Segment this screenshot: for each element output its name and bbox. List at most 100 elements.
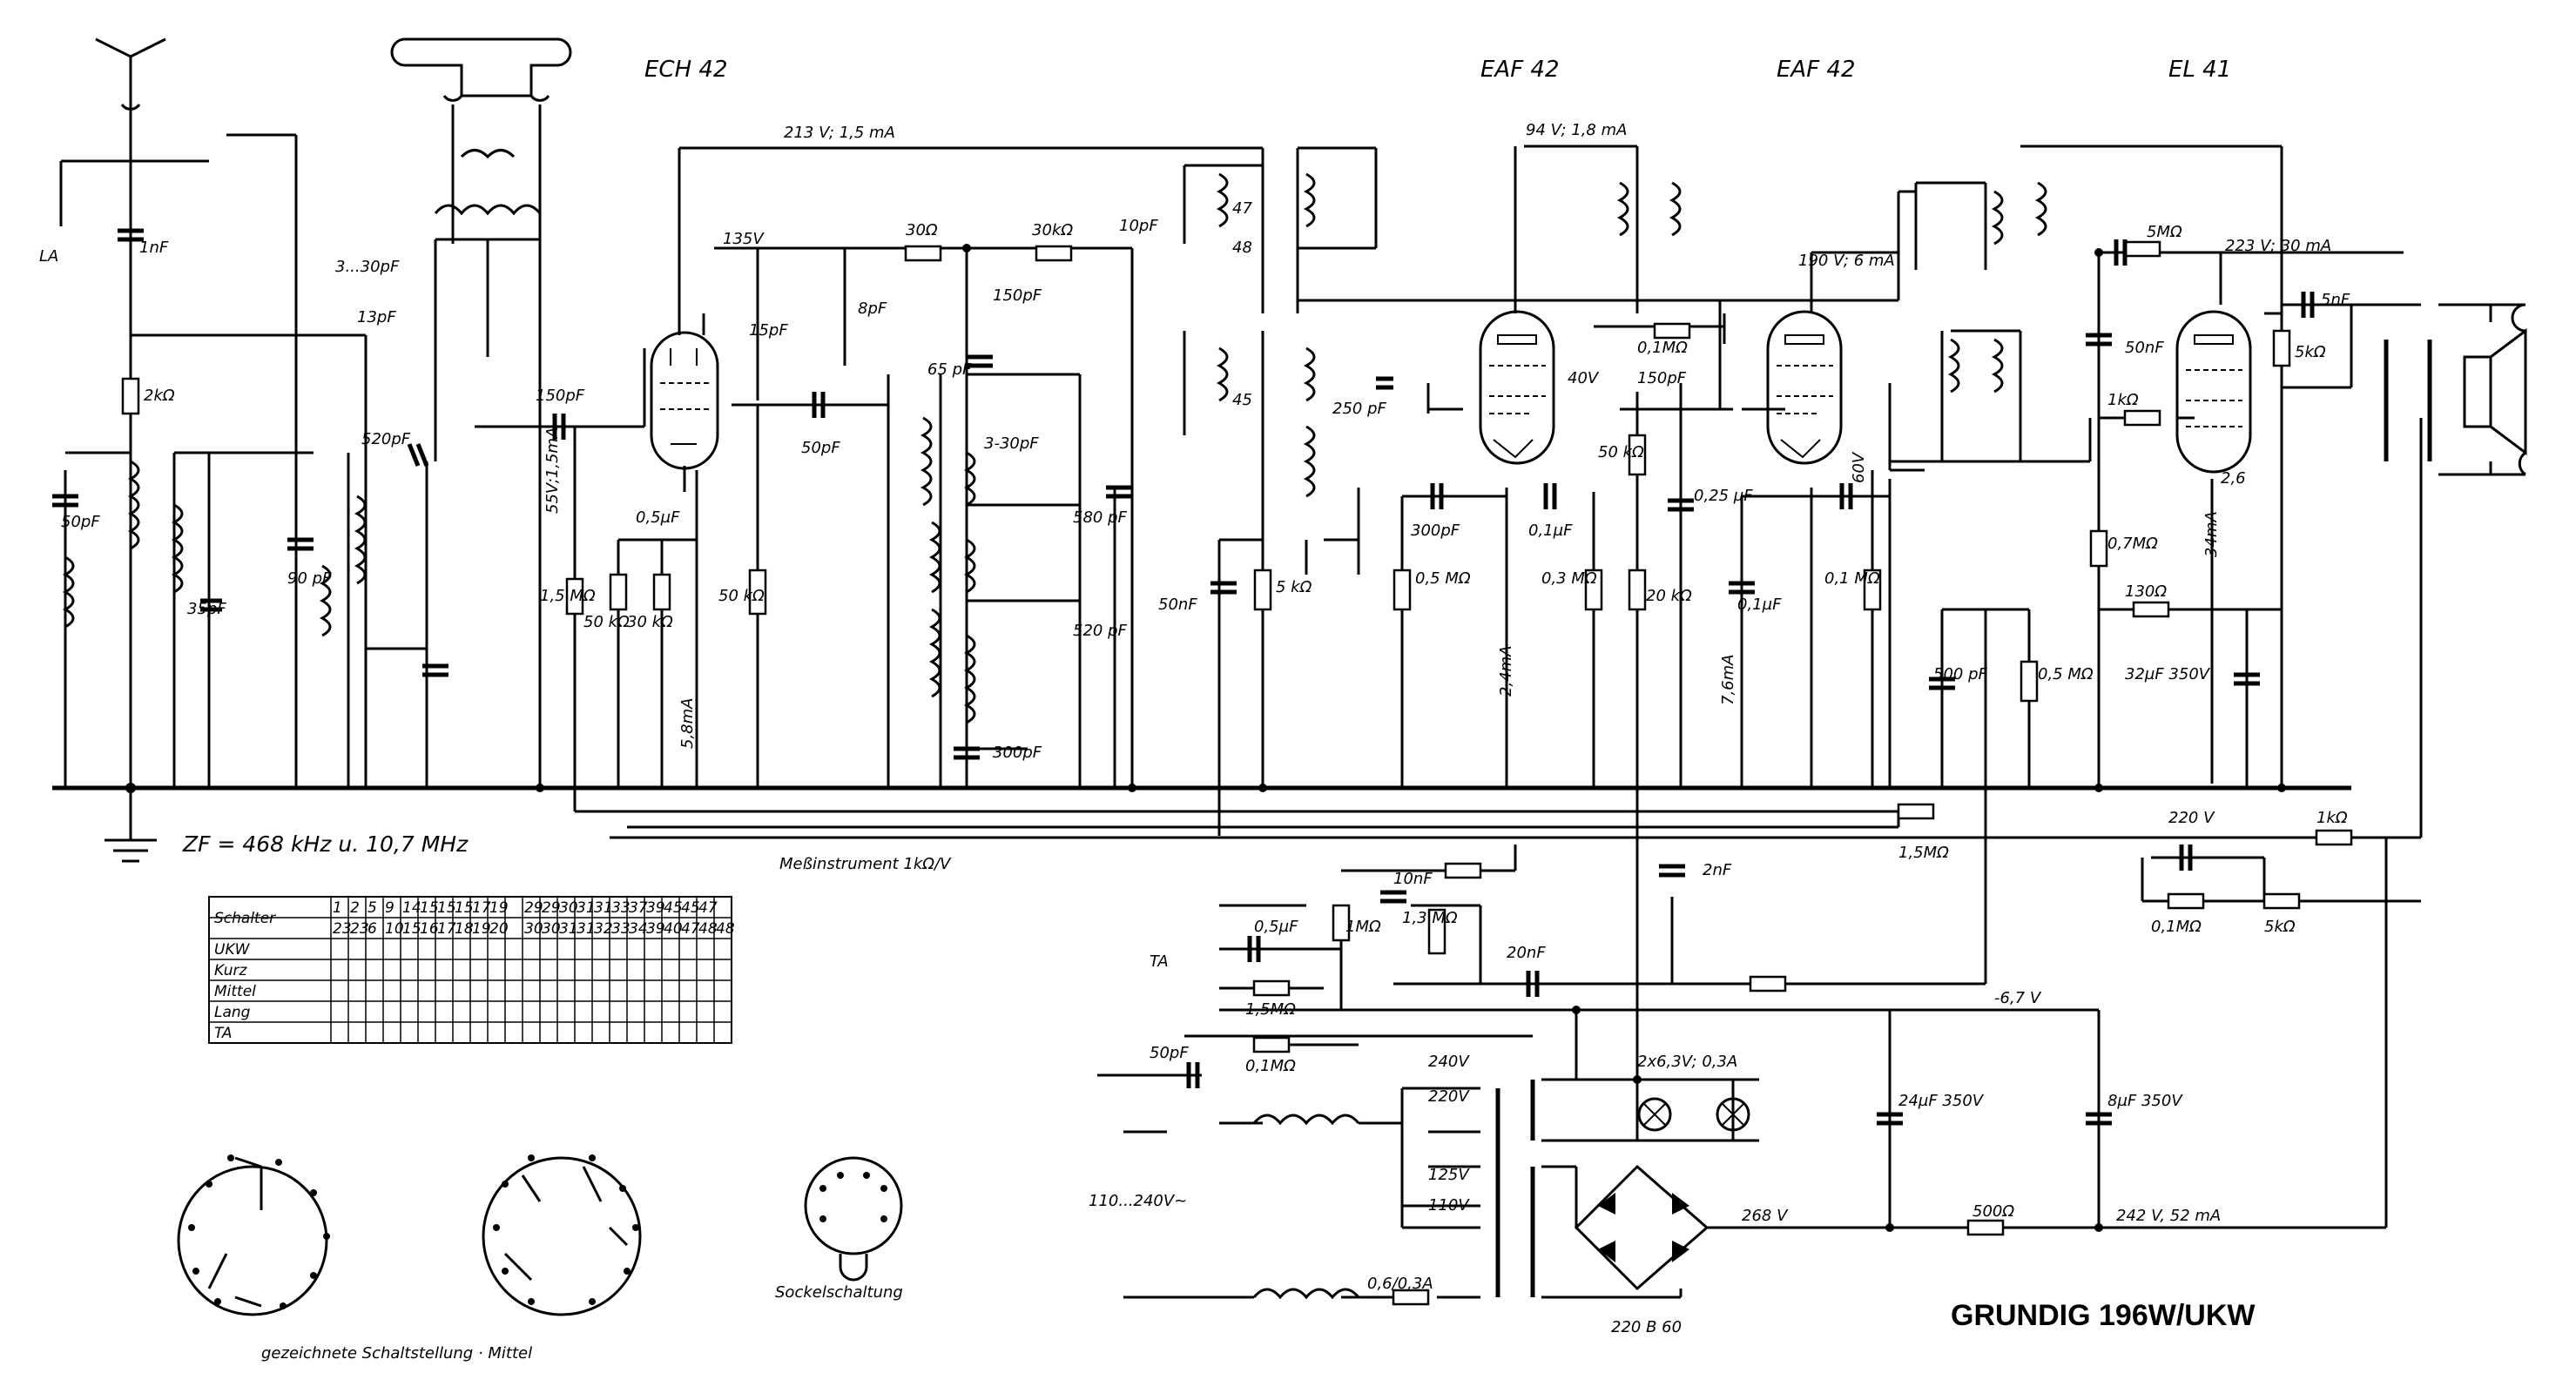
switch-table-contact: 29: [524, 899, 543, 917]
component-label: 48: [1232, 239, 1252, 257]
rail-label: 190 V; 6 mA: [1798, 252, 1895, 270]
switch-table-contact: 30: [524, 920, 543, 938]
switch-table-row-label: Mittel: [214, 983, 256, 1000]
switch-table-contact: 23: [333, 920, 352, 938]
diagram-title: GRUNDIG 196W/UKW: [1951, 1299, 2256, 1332]
component-label: 8pF: [858, 299, 887, 318]
component-label: 0,5 MΩ: [1415, 569, 1471, 588]
switch-table-contact: 47: [698, 899, 718, 917]
component-label: 47: [1232, 199, 1252, 218]
switch-table-contact: 15: [455, 899, 474, 917]
component-label: 300pF: [1411, 522, 1460, 540]
loudspeaker-symbol: [2463, 303, 2527, 476]
switch-table-contact: 15: [420, 899, 439, 917]
tube-labels: ECH 42 EAF 42 EAF 42 EL 41: [644, 57, 2231, 83]
component-label: 5nF: [2321, 291, 2350, 309]
component-label: 5 kΩ: [1276, 578, 1312, 596]
component-label: 30kΩ: [1032, 221, 1073, 239]
switch-table-contact: 32: [594, 920, 613, 938]
switch-table-contact: 47: [681, 920, 700, 938]
component-label: 5kΩ: [2295, 343, 2326, 361]
tube-label-ech42: ECH 42: [644, 57, 727, 83]
component-label: LA: [39, 247, 58, 266]
switch-table-contact: 40: [664, 920, 683, 938]
component-label: 50pF: [1150, 1044, 1189, 1062]
component-label: 30Ω: [906, 221, 938, 239]
component-label: 5,8mA: [678, 698, 697, 749]
switch-table-contact: 9: [385, 899, 394, 917]
switch-table-row-label: Kurz: [214, 962, 247, 979]
switch-table-row-label: Lang: [214, 1004, 251, 1021]
switch-table-contact: 39: [646, 899, 665, 917]
component-label: 5MΩ: [2147, 223, 2182, 241]
component-label: 130Ω: [2125, 582, 2167, 601]
component-label: 2x6,3V; 0,3A: [1637, 1053, 1737, 1071]
switch-table-contact: 14: [402, 899, 421, 917]
component-label: 520 pF: [1073, 622, 1128, 640]
ground-symbol: [105, 788, 157, 863]
component-label: 50nF: [2125, 339, 2164, 357]
switch-table-row-label: UKW: [214, 941, 251, 959]
switch-wafer-2: [482, 1154, 642, 1316]
if-note: ZF = 468 kHz u. 10,7 MHz: [182, 831, 469, 857]
rail-label: 242 V, 52 mA: [2116, 1207, 2221, 1225]
component-label: 500 pF: [1933, 665, 1988, 683]
coils: [62, 172, 2047, 1300]
component-label: 300pF: [993, 744, 1042, 762]
component-label: 0,5µF: [636, 508, 680, 527]
tube-label-el41: EL 41: [2168, 57, 2231, 83]
component-label: 50nF: [1158, 596, 1197, 614]
component-label: 35pF: [187, 600, 226, 618]
component-label: 0,1MΩ: [2151, 918, 2202, 936]
component-label: 20nF: [1507, 944, 1546, 962]
switch-table-contact: 5: [368, 899, 377, 917]
component-label: 220V: [1428, 1087, 1470, 1106]
component-label: 580 pF: [1073, 508, 1128, 527]
rail-label: -6,7 V: [1994, 989, 2042, 1007]
switch-table-contact: 17: [437, 920, 456, 938]
component-label: 150pF: [536, 387, 585, 405]
component-label: 32µF 350V: [2125, 665, 2211, 683]
component-label: 10nF: [1393, 870, 1433, 888]
component-label: 0,3 MΩ: [1541, 569, 1597, 588]
antenna-symbol: [95, 37, 166, 111]
switch-table-header: Schalter: [214, 910, 276, 927]
resistors: [121, 240, 2353, 1306]
component-label: 125V: [1428, 1166, 1470, 1184]
component-label: 34mA: [2202, 511, 2221, 557]
switch-table-row-label: TA: [214, 1025, 232, 1042]
switch-table-contact: 1: [333, 899, 342, 917]
capacitors: [52, 228, 2315, 1126]
component-label: 50 kΩ: [1598, 443, 1644, 461]
switch-table-contact: 18: [455, 920, 474, 938]
rail-label: 213 V; 1,5 mA: [784, 124, 895, 142]
component-label: 2,4mA: [1497, 646, 1515, 696]
component-label: 220 B 60: [1611, 1318, 1682, 1336]
tube-eaf42-1: [1479, 310, 1555, 465]
switch-table-contact: 45: [681, 899, 700, 917]
component-label: 50pF: [61, 513, 100, 531]
component-label: 50 kΩ: [718, 587, 765, 605]
switch-table-contact: 30: [559, 899, 578, 917]
tube-ech42: [650, 313, 719, 492]
switch-table-contact: 33: [611, 920, 631, 938]
rail-label: 94 V; 1,8 mA: [1526, 121, 1627, 139]
component-label: 0,1MΩ: [1637, 339, 1688, 357]
component-label: 7,6mA: [1719, 655, 1737, 705]
junctions: [125, 244, 2286, 1232]
component-label: 65 pF: [927, 360, 972, 379]
component-label: 3-30pF: [984, 434, 1039, 453]
tube-label-eaf42-1: EAF 42: [1480, 57, 1560, 83]
component-label: 30 kΩ: [627, 613, 673, 631]
switch-table-contact: 29: [542, 899, 561, 917]
component-label: 250 pF: [1332, 400, 1387, 418]
component-label: 55V;1,5mA: [543, 427, 562, 514]
component-labels: LA 1nF 2kΩ 50pF 3...30pF 13pF 520pF 35pF…: [39, 199, 2350, 1336]
component-label: 1kΩ: [2316, 809, 2348, 827]
component-label: 110...240V~: [1089, 1192, 1187, 1210]
component-label: 240V: [1428, 1053, 1470, 1071]
switch-table-contact: 31: [577, 899, 596, 917]
tube-el41: [2175, 310, 2252, 474]
